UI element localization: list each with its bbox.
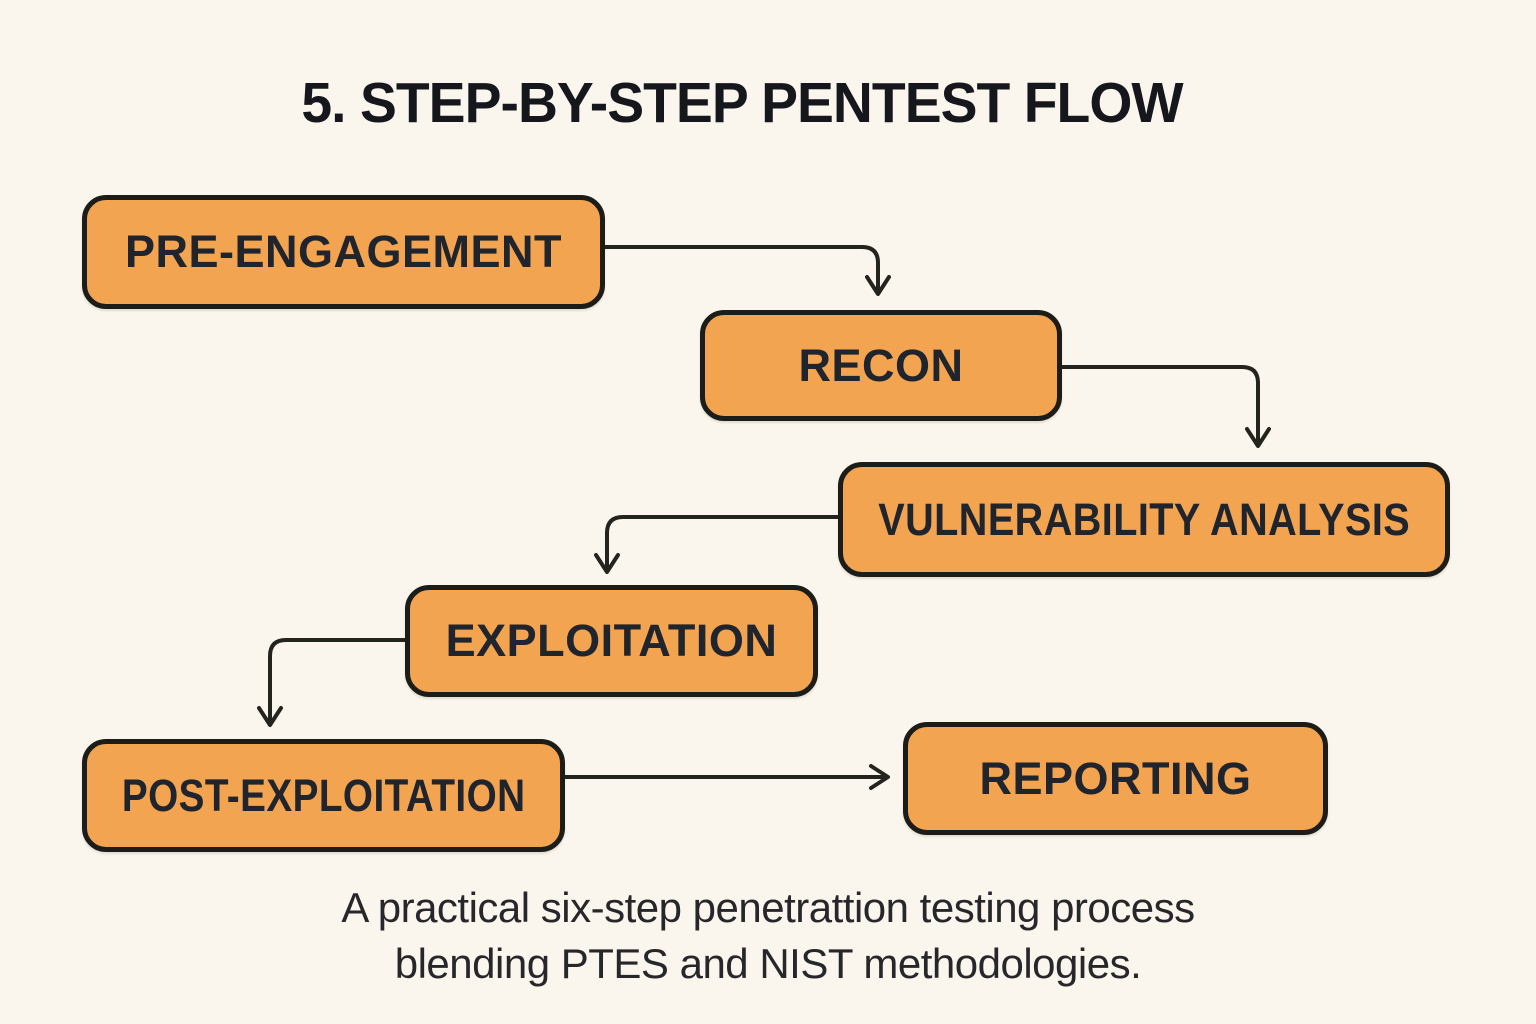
node-label-recon: RECON	[798, 339, 964, 391]
caption-line-2: blending PTES and NIST methodologies.	[394, 939, 1142, 987]
flow-node-reporting: REPORTING	[903, 722, 1328, 835]
connector-vulnerability-analysis-to-exploitation	[594, 515, 840, 574]
flow-node-exploitation: EXPLOITATION	[405, 585, 818, 697]
node-label-pre-engagement: PRE-ENGAGEMENT	[124, 226, 563, 277]
node-label-vulnerability-analysis: VULNERABILITY ANALYSIS	[878, 493, 1410, 545]
diagram-title: 5. STEP-BY-STEP PENTEST FLOW	[301, 71, 1183, 135]
flow-node-recon: RECON	[700, 310, 1062, 421]
connector-exploitation-to-post-exploitation	[257, 638, 407, 727]
connector-pre-engagement-to-recon	[603, 245, 891, 296]
flow-node-pre-engagement: PRE-ENGAGEMENT	[82, 195, 605, 309]
flow-node-vulnerability-analysis: VULNERABILITY ANALYSIS	[838, 462, 1450, 577]
connector-recon-to-vulnerability-analysis	[1060, 365, 1271, 448]
diagram-caption: A practical six-step penetrattion testin…	[0, 880, 1536, 992]
node-label-post-exploitation: POST-EXPLOITATION	[121, 769, 526, 821]
caption-line-1: A practical six-step penetrattion testin…	[341, 884, 1195, 931]
node-label-reporting: REPORTING	[979, 752, 1252, 804]
flow-node-post-exploitation: POST-EXPLOITATION	[82, 739, 565, 852]
node-label-exploitation: EXPLOITATION	[445, 615, 778, 666]
